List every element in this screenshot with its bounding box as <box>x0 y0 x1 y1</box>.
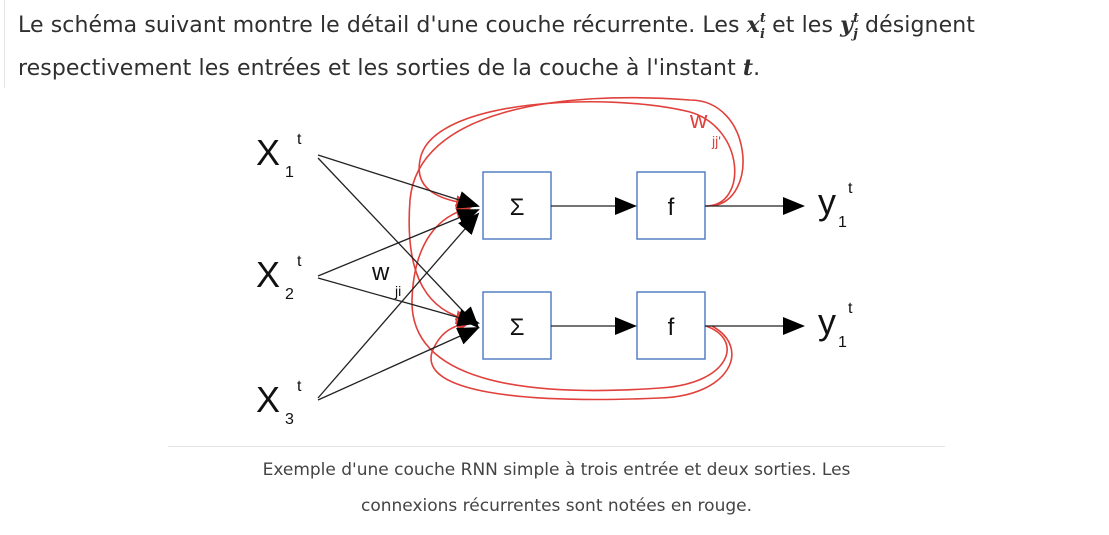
svg-text:t: t <box>297 378 302 395</box>
svg-text:y: y <box>818 181 836 222</box>
activation-symbol-1: f <box>668 194 675 221</box>
svg-text:w: w <box>371 259 390 286</box>
input-label-x3: X t 3 <box>256 378 302 428</box>
sum-node-1 <box>482 171 552 240</box>
svg-text:1: 1 <box>838 214 847 231</box>
intro-text-3: désignent respectivement les entrées et … <box>18 13 976 81</box>
svg-text:t: t <box>848 300 853 317</box>
output-label-y1: y t 1 <box>818 180 853 231</box>
input-weight-label: w ji <box>371 259 401 299</box>
edge-x2-sum2 <box>317 277 480 327</box>
math-x-i-t: xti <box>746 11 766 42</box>
edge-x3-sum1 <box>317 212 480 399</box>
activation-node-1 <box>636 171 706 240</box>
svg-text:ji: ji <box>394 283 401 299</box>
recurrent-weight-label: w jj' <box>689 107 721 149</box>
recurrent-y1-to-sum1 <box>418 100 736 210</box>
activation-symbol-2: f <box>668 314 675 341</box>
caption-line-2: connexions récurrentes sont notées en ro… <box>361 496 752 516</box>
svg-text:X: X <box>256 132 280 173</box>
recurrent-connections <box>408 96 744 401</box>
svg-text:1: 1 <box>838 334 847 351</box>
edge-x3-sum2 <box>317 327 480 401</box>
math-y-j-t: ytj <box>840 11 860 42</box>
svg-text:t: t <box>297 253 302 270</box>
svg-text:X: X <box>256 379 280 420</box>
activation-node-2 <box>636 291 706 360</box>
sum-symbol-1: Σ <box>510 194 525 221</box>
rnn-layer-diagram: Σ Σ f f X t 1 X t 2 X t 3 y t 1 y t 1 w … <box>256 96 853 428</box>
svg-text:w: w <box>689 107 708 134</box>
svg-text:X: X <box>256 254 280 295</box>
svg-text:3: 3 <box>285 411 294 428</box>
recurrent-y1-to-sum2 <box>408 96 744 325</box>
intro-text-4: . <box>753 56 761 81</box>
blockquote-rule <box>4 0 5 88</box>
recurrent-y2-to-sum1 <box>411 204 728 392</box>
svg-text:1: 1 <box>285 164 294 181</box>
intro-text-2: et les <box>765 13 841 38</box>
figure-caption: Exemple d'une couche RNN simple à trois … <box>168 452 945 524</box>
svg-text:y: y <box>818 301 836 342</box>
intro-text-1: Le schéma suivant montre le détail d'une… <box>18 13 747 38</box>
edge-x2-sum1 <box>317 209 480 277</box>
svg-text:jj': jj' <box>711 133 721 149</box>
input-label-x1: X t 1 <box>256 131 302 181</box>
intro-paragraph: Le schéma suivant montre le détail d'une… <box>18 4 1103 90</box>
svg-text:t: t <box>297 131 302 148</box>
edge-x1-sum1 <box>317 154 480 209</box>
caption-line-1: Exemple d'une couche RNN simple à trois … <box>262 460 851 480</box>
svg-text:2: 2 <box>285 286 294 303</box>
input-label-x2: X t 2 <box>256 253 302 303</box>
math-t: t <box>742 55 754 81</box>
input-connections <box>317 154 480 401</box>
svg-text:t: t <box>848 180 853 197</box>
recurrent-y2-to-sum2 <box>430 318 733 401</box>
caption-divider <box>168 446 945 447</box>
sum-symbol-2: Σ <box>510 314 525 341</box>
output-label-y2: y t 1 <box>818 300 853 351</box>
